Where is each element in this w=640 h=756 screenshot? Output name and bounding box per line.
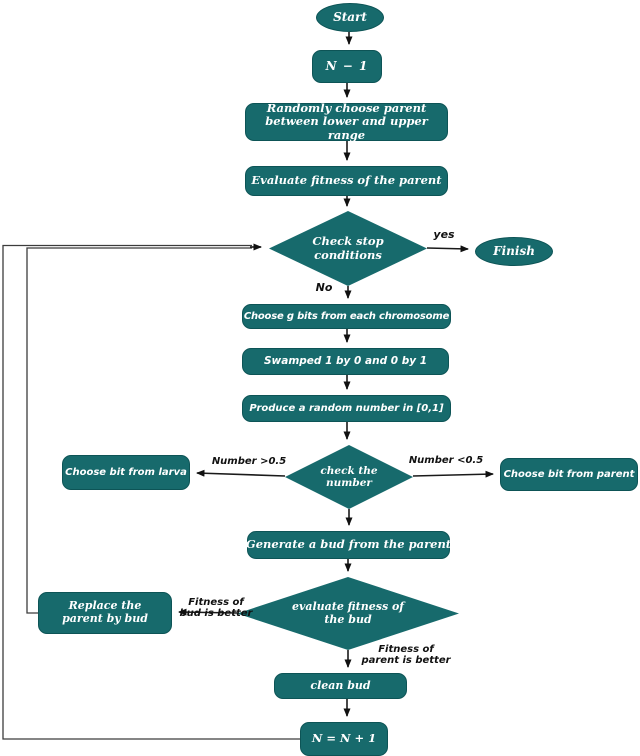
node-swamped-label: Swamped 1 by 0 and 0 by 1 bbox=[263, 355, 428, 368]
node-evaluate-parent-label: Evaluate fitness of the parent bbox=[251, 173, 442, 188]
edge-label-no: No bbox=[315, 281, 333, 294]
edge-label-number-lt: Number <0.5 bbox=[408, 455, 484, 466]
node-random-parent: Randomly choose parent between lower and… bbox=[245, 100, 448, 142]
node-random-parent-label: Randomly choose parent between lower and… bbox=[265, 100, 428, 142]
node-replace-parent: Replace the parent by bud bbox=[38, 592, 172, 634]
node-generate-bud-label: Generate a bud from the parent bbox=[245, 537, 452, 552]
node-evaluate-bud-decision: evaluate fitness of the bud bbox=[237, 577, 459, 650]
edge-label-fitness-bud: Fitness of bud is better bbox=[179, 597, 253, 619]
node-produce-random-label: Produce a random number in [0,1] bbox=[249, 402, 444, 414]
node-evaluate-bud-label: evaluate fitness of the bud bbox=[291, 599, 405, 626]
connector-nn1-loop bbox=[2, 244, 300, 740]
node-choose-bit-parent-label: Choose bit from parent bbox=[503, 468, 635, 480]
connector-evalbud-replace bbox=[178, 608, 238, 616]
node-clean-bud: clean bud bbox=[274, 673, 407, 699]
node-finish: Finish bbox=[475, 237, 553, 266]
node-choose-bit-parent: Choose bit from parent bbox=[500, 458, 638, 491]
node-evaluate-parent: Evaluate fitness of the parent bbox=[245, 166, 448, 196]
node-replace-parent-label: Replace the parent by bud bbox=[62, 599, 148, 625]
node-check-stop-label: Check stop conditions bbox=[312, 233, 384, 262]
node-n-minus-1: N − 1 bbox=[312, 50, 382, 83]
edge-label-yes: yes bbox=[433, 228, 455, 241]
connector-replace-loop bbox=[26, 247, 252, 614]
node-start-label: Start bbox=[333, 10, 367, 25]
node-choose-bit-larva: Choose bit from larva bbox=[62, 455, 190, 490]
node-produce-random: Produce a random number in [0,1] bbox=[242, 395, 451, 422]
connector-checkstop-finish bbox=[426, 245, 469, 253]
node-choose-bit-larva-label: Choose bit from larva bbox=[65, 466, 187, 478]
connector-checknum-larva bbox=[196, 469, 286, 477]
edge-label-fitness-parent: Fitness of parent is better bbox=[361, 644, 451, 666]
node-clean-bud-label: clean bud bbox=[310, 678, 371, 692]
node-choose-g-bits: Choose g bits from each chromosome bbox=[242, 304, 451, 329]
connector-checknum-parent bbox=[412, 470, 494, 478]
edge-label-number-gt: Number >0.5 bbox=[211, 456, 287, 467]
node-check-number-decision: check the number bbox=[285, 445, 413, 509]
node-finish-label: Finish bbox=[493, 244, 535, 259]
node-n-minus-1-label: N − 1 bbox=[325, 59, 369, 74]
node-choose-g-bits-label: Choose g bits from each chromosome bbox=[243, 310, 450, 322]
node-generate-bud: Generate a bud from the parent bbox=[245, 531, 452, 559]
node-n-plus-1: N = N + 1 bbox=[300, 722, 388, 756]
node-check-stop-decision: Check stop conditions bbox=[269, 211, 427, 286]
node-n-plus-1-label: N = N + 1 bbox=[311, 731, 377, 746]
node-start: Start bbox=[316, 3, 384, 32]
node-swamped: Swamped 1 by 0 and 0 by 1 bbox=[242, 348, 449, 375]
node-check-number-label: check the number bbox=[320, 464, 378, 489]
